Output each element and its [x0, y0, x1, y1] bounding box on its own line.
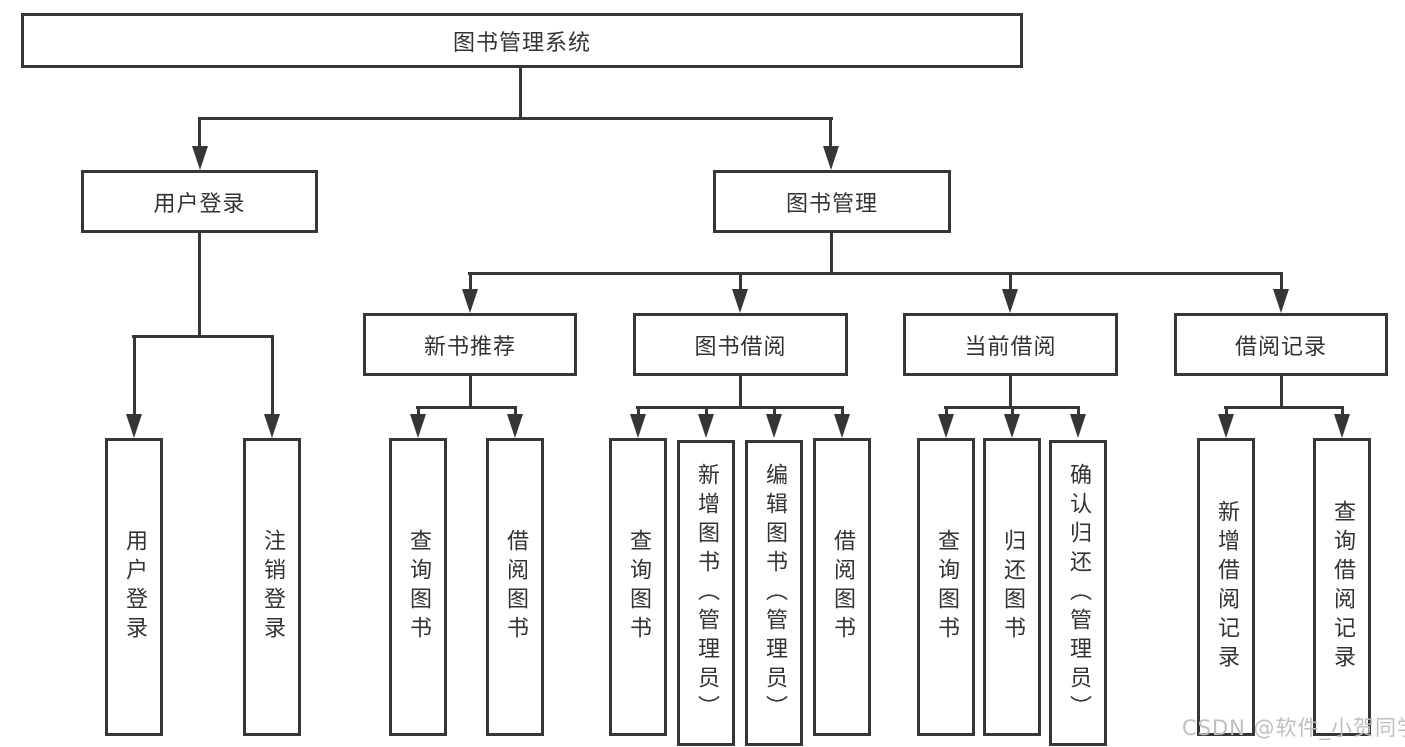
csdn-watermark: CSDN @软件_小贺同学 [1182, 716, 1405, 740]
leaf-bb-edit-books-admin-label: 编辑图书（管理员） [762, 462, 787, 724]
connector-new-books-stem [469, 376, 472, 408]
node-book-management-label: 图书管理 [785, 191, 878, 217]
arrowhead-bb-edit [766, 414, 782, 438]
leaf-bb-borrow-books: 借阅图书 [813, 438, 871, 736]
leaf-bb-add-books-admin: 新增图书（管理员） [677, 440, 735, 746]
connector-drop-br-add [1225, 406, 1228, 416]
arrowhead-nb-query [410, 414, 426, 438]
leaf-bb-edit-books-admin: 编辑图书（管理员） [745, 440, 803, 746]
leaf-bb-query-books: 查询图书 [609, 438, 667, 736]
connector-drop-nb-borrow [514, 406, 517, 416]
node-root-label: 图书管理系统 [452, 30, 591, 56]
leaf-user-login: 用户登录 [105, 438, 163, 736]
node-user-login-label: 用户登录 [153, 191, 246, 217]
leaf-cb-query-books-label: 查询图书 [934, 529, 959, 645]
connector-drop-bb-borrow [841, 406, 844, 416]
leaf-cb-return-books: 归还图书 [983, 438, 1041, 736]
connector-drop-book-borrowing [739, 272, 742, 292]
node-current-borrowing: 当前借阅 [903, 313, 1118, 376]
leaf-cb-confirm-return-admin-label: 确认归还（管理员） [1066, 462, 1091, 724]
node-borrow-records-label: 借阅记录 [1234, 334, 1327, 360]
leaf-cb-query-books: 查询图书 [917, 438, 975, 736]
arrowhead-br-query [1334, 414, 1350, 438]
connector-root-stem [519, 66, 522, 118]
connector-drop-br-query [1341, 406, 1344, 416]
arrowhead-new-books [462, 289, 478, 313]
node-book-management: 图书管理 [713, 170, 951, 233]
leaf-br-query-record-label: 查询借阅记录 [1330, 500, 1355, 674]
connector-book-management-branch [468, 272, 1283, 275]
connector-borrow-records-branch [1224, 406, 1344, 409]
connector-book-borrowing-stem [739, 376, 742, 408]
arrowhead-book-borrowing [732, 289, 748, 313]
connector-borrow-records-stem [1280, 376, 1283, 408]
node-new-books-label: 新书推荐 [423, 334, 516, 360]
connector-book-borrowing-branch [636, 406, 844, 409]
arrowhead-cb-confirm [1070, 414, 1086, 438]
connector-drop-cb-return [1011, 406, 1014, 416]
arrowhead-borrow-records [1273, 289, 1289, 313]
leaf-bb-query-books-label: 查询图书 [626, 529, 651, 645]
arrowhead-book-management [823, 146, 839, 170]
connector-drop-leaf-logout [271, 335, 274, 415]
leaf-bb-add-books-admin-label: 新增图书（管理员） [694, 462, 719, 724]
leaf-nb-borrow-books-label: 借阅图书 [503, 529, 528, 645]
leaf-logout-label: 注销登录 [260, 529, 285, 645]
leaf-nb-borrow-books: 借阅图书 [486, 438, 544, 736]
arrowhead-bb-query [630, 414, 646, 438]
arrowhead-current-borrowing [1002, 289, 1018, 313]
connector-drop-nb-query [417, 406, 420, 416]
node-book-borrowing-label: 图书借阅 [694, 334, 787, 360]
arrowhead-bb-add [698, 414, 714, 438]
node-root: 图书管理系统 [21, 13, 1023, 68]
node-new-books: 新书推荐 [363, 313, 577, 376]
connector-drop-user-login [198, 117, 201, 149]
leaf-logout: 注销登录 [243, 438, 301, 736]
connector-book-management-stem [830, 233, 833, 274]
arrowhead-leaf-login [126, 414, 142, 438]
leaf-user-login-label: 用户登录 [122, 529, 147, 645]
connector-drop-bb-query [637, 406, 640, 416]
leaf-br-add-record-label: 新增借阅记录 [1214, 500, 1239, 674]
connector-user-login-stem [198, 233, 201, 337]
connector-drop-borrow-records [1280, 272, 1283, 292]
connector-drop-cb-query [945, 406, 948, 416]
connector-current-borrowing-stem [1009, 376, 1012, 408]
connector-drop-cb-confirm [1077, 406, 1080, 416]
leaf-br-query-record: 查询借阅记录 [1313, 438, 1371, 736]
node-current-borrowing-label: 当前借阅 [964, 334, 1057, 360]
leaf-br-add-record: 新增借阅记录 [1197, 438, 1255, 736]
connector-drop-new-books [469, 272, 472, 292]
connector-drop-bb-add [705, 406, 708, 416]
arrowhead-cb-return [1004, 414, 1020, 438]
arrowhead-leaf-logout [264, 414, 280, 438]
node-borrow-records: 借阅记录 [1174, 313, 1388, 376]
leaf-nb-query-books-label: 查询图书 [406, 529, 431, 645]
leaf-bb-borrow-books-label: 借阅图书 [830, 529, 855, 645]
arrowhead-user-login [192, 146, 208, 170]
arrowhead-cb-query [938, 414, 954, 438]
leaf-cb-return-books-label: 归还图书 [1000, 529, 1025, 645]
connector-drop-bb-edit [773, 406, 776, 416]
connector-drop-current-borrowing [1009, 272, 1012, 292]
arrowhead-bb-borrow [834, 414, 850, 438]
connector-drop-leaf-login [133, 335, 136, 415]
arrowhead-nb-borrow [507, 414, 523, 438]
connector-drop-book-management [829, 117, 832, 149]
node-book-borrowing: 图书借阅 [633, 313, 848, 376]
arrowhead-br-add [1218, 414, 1234, 438]
connector-user-login-branch [132, 335, 274, 338]
connector-new-books-branch [416, 406, 517, 409]
connector-root-branch [198, 117, 833, 120]
node-user-login: 用户登录 [81, 170, 318, 233]
leaf-nb-query-books: 查询图书 [389, 438, 447, 736]
leaf-cb-confirm-return-admin: 确认归还（管理员） [1049, 440, 1107, 746]
